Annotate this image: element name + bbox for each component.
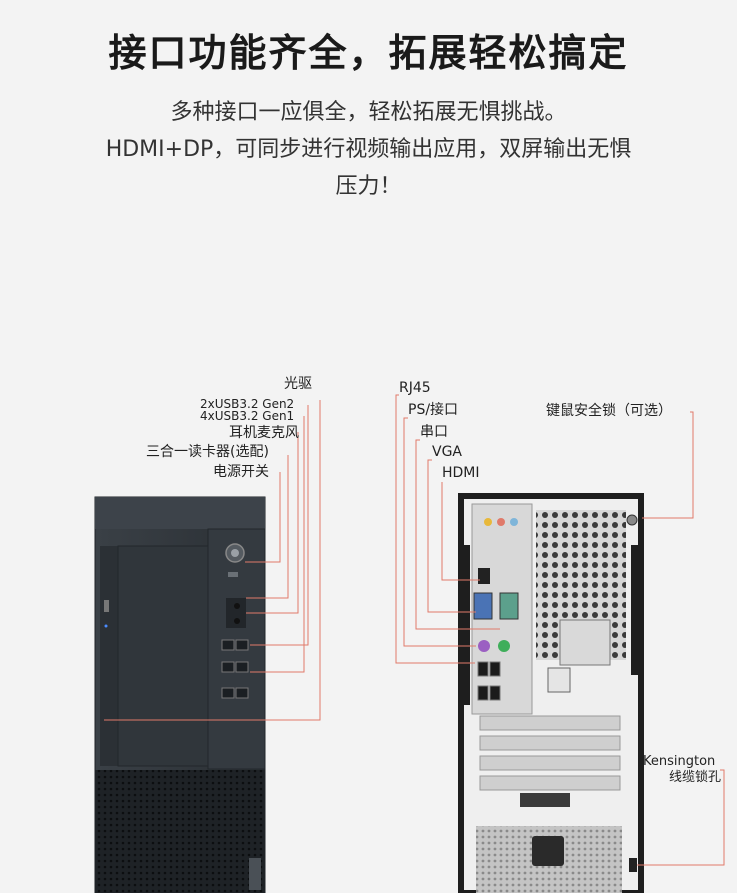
label-rj45: RJ45 [399,380,431,396]
rear-case [458,493,644,893]
label-kensington-lock: 线缆锁孔 [669,770,722,785]
leader-usb-gen2 [250,405,309,646]
leader-ps2 [403,417,476,647]
leader-rj45 [395,394,475,664]
label-usb-gen2: 2xUSB3.2 Gen2 [200,397,295,411]
label-mouse-keyboard-lock: 键鼠安全锁（可选） [546,403,672,419]
description: 多种接口一应俱全，轻松拓展无惧挑战。 HDMI+DP，可同步进行视频输出应用，双… [40,94,697,205]
label-serial: 串口 [420,424,448,440]
label-optical-drive: 光驱 [284,376,312,392]
front-case [94,496,266,893]
description-line-3: 压力！ [335,174,402,199]
leader-power [245,472,281,563]
label-hdmi: HDMI [442,465,480,481]
description-line-1: 多种接口一应俱全，轻松拓展无惧挑战。 [170,100,567,125]
leader-serial [415,439,500,630]
leader-lock [642,411,694,519]
description-line-2: HDMI+DP，可同步进行视频输出应用，双屏输出无惧 [105,137,632,162]
leader-kensington [637,769,725,866]
page-title: 接口功能齐全，拓展轻松搞定 [108,31,629,75]
leader-usb-gen1 [250,416,305,673]
leader-hdmi [441,482,480,581]
label-headset-mic: 耳机麦克风 [229,425,299,441]
label-ps2: PS/接口 [408,402,459,418]
label-usb-gen1: 4xUSB3.2 Gen1 [200,409,295,423]
label-vga: VGA [432,444,463,460]
leader-card-reader [246,455,289,599]
leader-optical-drive [104,400,321,721]
label-kensington: Kensington [643,754,716,769]
label-power-switch: 电源开关 [213,464,269,480]
label-card-reader: 三合一读卡器(选配) [146,444,269,460]
leader-headset [246,432,299,614]
leader-vga [427,459,476,613]
leader-lines [104,394,725,866]
